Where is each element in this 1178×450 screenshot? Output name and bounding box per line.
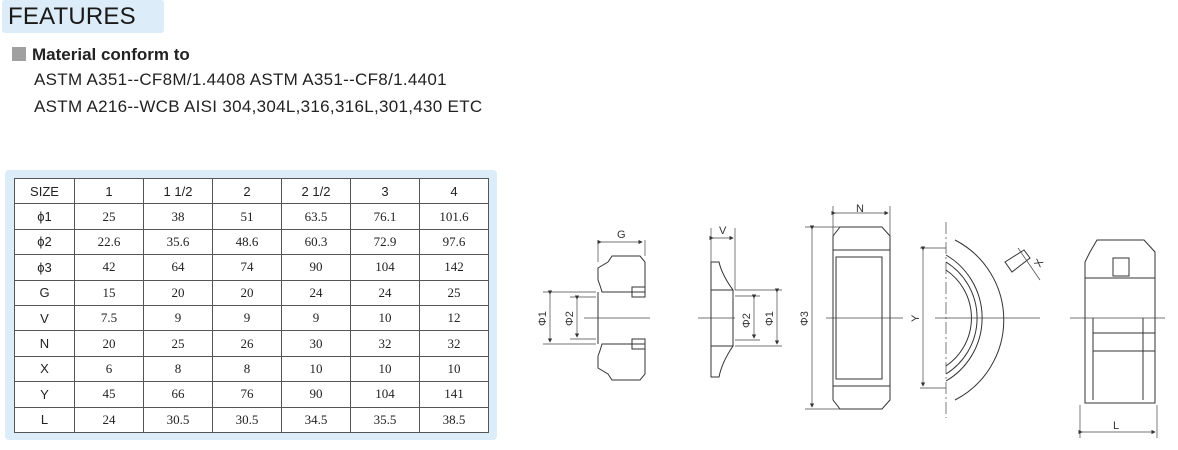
row-label-cell: ϕ3 bbox=[14, 254, 75, 281]
material-line-2: ASTM A216--WCB AISI 304,304L,316,316L,30… bbox=[34, 97, 483, 116]
row-label-cell: L bbox=[14, 406, 75, 433]
label-y: Y bbox=[910, 314, 922, 322]
table-cell: 64 bbox=[143, 254, 213, 281]
table-cell: 45 bbox=[74, 381, 144, 408]
row-label-cell: X bbox=[14, 355, 75, 383]
row-label-cell: Y bbox=[14, 381, 75, 408]
label-g: G bbox=[617, 229, 626, 241]
table-cell: 48.6 bbox=[212, 228, 282, 256]
table-cell: 141 bbox=[419, 381, 489, 408]
row-label-cell: V bbox=[14, 304, 75, 332]
table-cell: 10 bbox=[350, 355, 420, 383]
ferrule-drawing: G Φ1 Φ2 bbox=[537, 229, 650, 381]
page-title: FEATURES bbox=[8, 3, 136, 30]
table-cell: 72.9 bbox=[350, 228, 420, 256]
table-cell: 20 bbox=[143, 279, 213, 306]
label-phi3: Φ3 bbox=[799, 311, 811, 326]
label-phi1-b: Φ1 bbox=[764, 311, 776, 326]
table-cell: 26 bbox=[212, 330, 282, 357]
table-cell: 12 bbox=[419, 304, 489, 332]
label-l: L bbox=[1113, 420, 1119, 432]
title-background bbox=[2, 0, 164, 33]
material-line-1: ASTM A351--CF8M/1.4408 ASTM A351--CF8/1.… bbox=[34, 70, 447, 89]
table-cell: 76 bbox=[212, 381, 282, 408]
nut-section-drawing: N Φ3 bbox=[799, 203, 903, 410]
table-cell: 30 bbox=[281, 330, 351, 357]
label-n: N bbox=[856, 203, 864, 215]
table-cell: 51 bbox=[212, 203, 282, 230]
table-cell: 9 bbox=[281, 304, 351, 332]
header-cell: SIZE bbox=[14, 177, 75, 205]
assembly-drawing: L bbox=[1070, 239, 1165, 438]
table-cell: 90 bbox=[281, 254, 351, 281]
table-cell: 8 bbox=[143, 355, 213, 383]
table-cell: 20 bbox=[74, 330, 144, 357]
nut-front-drawing: Y X bbox=[910, 222, 1047, 418]
row-label-cell: N bbox=[14, 330, 75, 357]
label-phi2: Φ2 bbox=[564, 311, 576, 326]
flange-drawing: V Φ2 Φ1 bbox=[698, 225, 782, 378]
table-cell: 63.5 bbox=[281, 203, 351, 230]
table-cell: 32 bbox=[350, 330, 420, 357]
table-cell: 9 bbox=[143, 304, 213, 332]
label-v: V bbox=[719, 225, 727, 237]
header-cell: 1 bbox=[74, 177, 144, 205]
table-cell: 32 bbox=[419, 330, 489, 357]
table-cell: 35.5 bbox=[350, 406, 420, 433]
square-bullet-icon bbox=[12, 47, 26, 61]
table-cell: 9 bbox=[212, 304, 282, 332]
table-cell: 97.6 bbox=[419, 228, 489, 256]
table-cell: 34.5 bbox=[281, 406, 351, 433]
table-cell: 24 bbox=[350, 279, 420, 306]
table-cell: 66 bbox=[143, 381, 213, 408]
table-cell: 10 bbox=[350, 304, 420, 332]
table-cell: 8 bbox=[212, 355, 282, 383]
label-phi2-b: Φ2 bbox=[741, 313, 753, 328]
table-cell: 104 bbox=[350, 254, 420, 281]
table-cell: 25 bbox=[74, 203, 144, 230]
table-cell: 76.1 bbox=[350, 203, 420, 230]
table-cell: 30.5 bbox=[212, 406, 282, 433]
header-cell: 2 bbox=[212, 177, 282, 205]
table-cell: 30.5 bbox=[143, 406, 213, 433]
material-heading: Material conform to bbox=[12, 45, 190, 65]
table-cell: 35.6 bbox=[143, 228, 213, 256]
table-cell: 10 bbox=[419, 355, 489, 383]
table-cell: 90 bbox=[281, 381, 351, 408]
table-cell: 60.3 bbox=[281, 228, 351, 256]
label-x: X bbox=[1032, 257, 1046, 270]
label-phi1: Φ1 bbox=[537, 311, 549, 326]
header-cell: 4 bbox=[419, 177, 489, 205]
table-cell: 38.5 bbox=[419, 406, 489, 433]
material-heading-text: Material conform to bbox=[32, 45, 190, 64]
